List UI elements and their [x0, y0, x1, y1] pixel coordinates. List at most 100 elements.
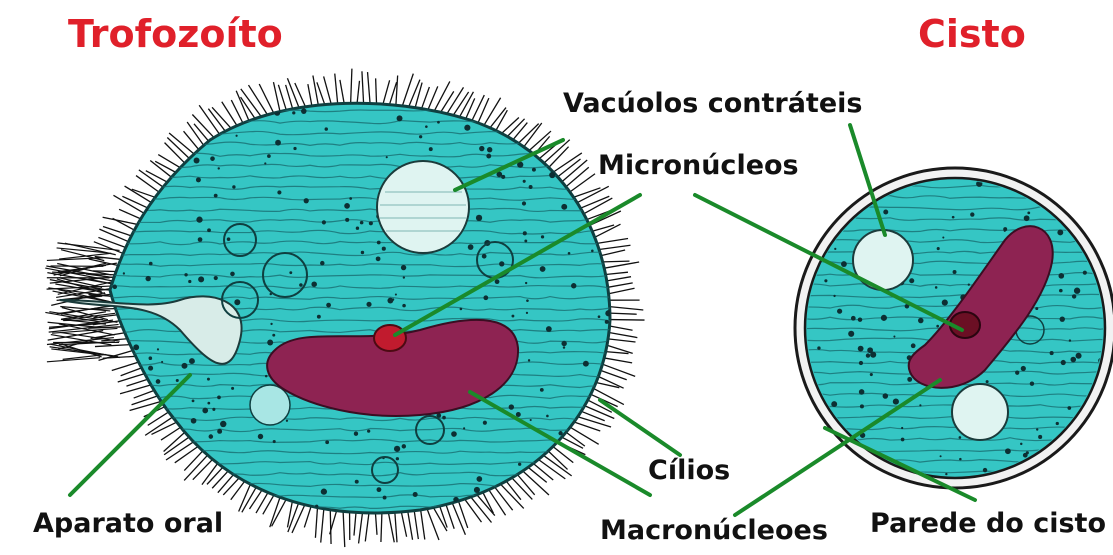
cilium: [292, 505, 305, 533]
cilium: [570, 174, 595, 192]
cilium: [566, 167, 589, 187]
cilium: [458, 501, 467, 528]
cilium: [396, 76, 398, 106]
cilium: [321, 509, 324, 543]
cilium: [414, 511, 418, 539]
cilium: [351, 69, 352, 104]
cilium: [421, 510, 425, 540]
cilium: [607, 277, 631, 281]
cilium: [597, 239, 628, 244]
cilium: [517, 475, 534, 495]
cilium: [343, 511, 345, 547]
cilium: [610, 326, 633, 330]
cilium: [158, 155, 180, 168]
cilium: [95, 345, 130, 347]
cilium: [272, 499, 287, 526]
cilium: [408, 511, 413, 539]
cilium: [395, 512, 397, 542]
cilium: [218, 474, 234, 492]
cilium: [388, 513, 394, 543]
contractile-vacuole: [377, 161, 469, 253]
trophozoite-cell: [60, 98, 640, 522]
cilium: [103, 217, 138, 224]
cilium: [308, 84, 312, 106]
cilium: [609, 332, 637, 337]
cilium: [330, 510, 331, 544]
cilium: [599, 245, 630, 249]
cilium: [609, 288, 635, 293]
food-vacuole: [250, 385, 290, 425]
cilium: [446, 505, 454, 529]
cilium: [134, 390, 155, 398]
label-oral-apparatus: Aparato oral: [33, 508, 223, 539]
cilium: [241, 97, 256, 118]
label-contractile-vacuoles: Vacúolos contráteis: [563, 88, 862, 119]
cilium: [471, 497, 492, 523]
cilium: [447, 87, 464, 113]
cilium: [595, 224, 621, 237]
cilium: [604, 262, 639, 268]
cilium: [574, 422, 600, 431]
micronucleus: [374, 325, 406, 351]
cilium: [313, 75, 318, 105]
cilium: [375, 513, 377, 535]
cilium: [610, 313, 637, 314]
cilium: [207, 467, 223, 484]
cilium: [119, 209, 141, 219]
cilium: [401, 512, 406, 537]
cilium: [295, 83, 306, 107]
cilium: [99, 351, 133, 361]
cilium: [538, 459, 565, 478]
cilium: [193, 459, 213, 479]
cilium: [304, 506, 311, 527]
cilium: [466, 98, 475, 118]
label-micronuclei: Micronúcleos: [598, 150, 799, 181]
cyst-vacuole: [952, 384, 1008, 440]
cilium: [324, 76, 332, 104]
cilium: [354, 512, 356, 535]
cilium: [359, 513, 363, 544]
cilium: [362, 71, 364, 103]
cilium: [368, 72, 371, 103]
cilium: [315, 508, 317, 538]
cilium: [592, 225, 614, 231]
cilium: [606, 272, 628, 274]
cilium: [465, 499, 482, 522]
cilium: [112, 362, 139, 370]
cilium: [608, 339, 635, 342]
cilium: [533, 463, 553, 480]
cilium: [103, 227, 131, 236]
cilium: [194, 124, 209, 141]
cilium: [502, 118, 519, 134]
cilium: [603, 261, 630, 262]
cilium: [604, 358, 632, 363]
cilium: [365, 513, 369, 542]
cilium: [335, 74, 338, 104]
cilium: [422, 87, 430, 109]
cilium: [601, 250, 625, 256]
cilium: [120, 385, 151, 394]
cilium: [528, 467, 547, 482]
cilium: [602, 364, 635, 376]
label-cyst-wall: Parede do cisto: [870, 508, 1106, 539]
pointer-oral-apparatus: [70, 375, 190, 495]
cilium: [570, 427, 599, 444]
cilium: [608, 283, 633, 287]
cilium: [415, 83, 422, 108]
pointer-cilia: [600, 400, 680, 455]
cilium: [222, 102, 237, 126]
cilium: [357, 81, 359, 103]
cilium: [610, 307, 644, 310]
cilium: [434, 81, 450, 111]
cilium: [523, 471, 549, 495]
cilium: [248, 85, 267, 115]
cilium: [259, 84, 273, 113]
cilium: [452, 503, 465, 535]
cilium: [507, 119, 524, 137]
cilium: [278, 85, 286, 110]
trophozoite-title: Trofozoíto: [68, 12, 283, 56]
cilium: [340, 80, 344, 103]
cilium: [121, 368, 142, 376]
